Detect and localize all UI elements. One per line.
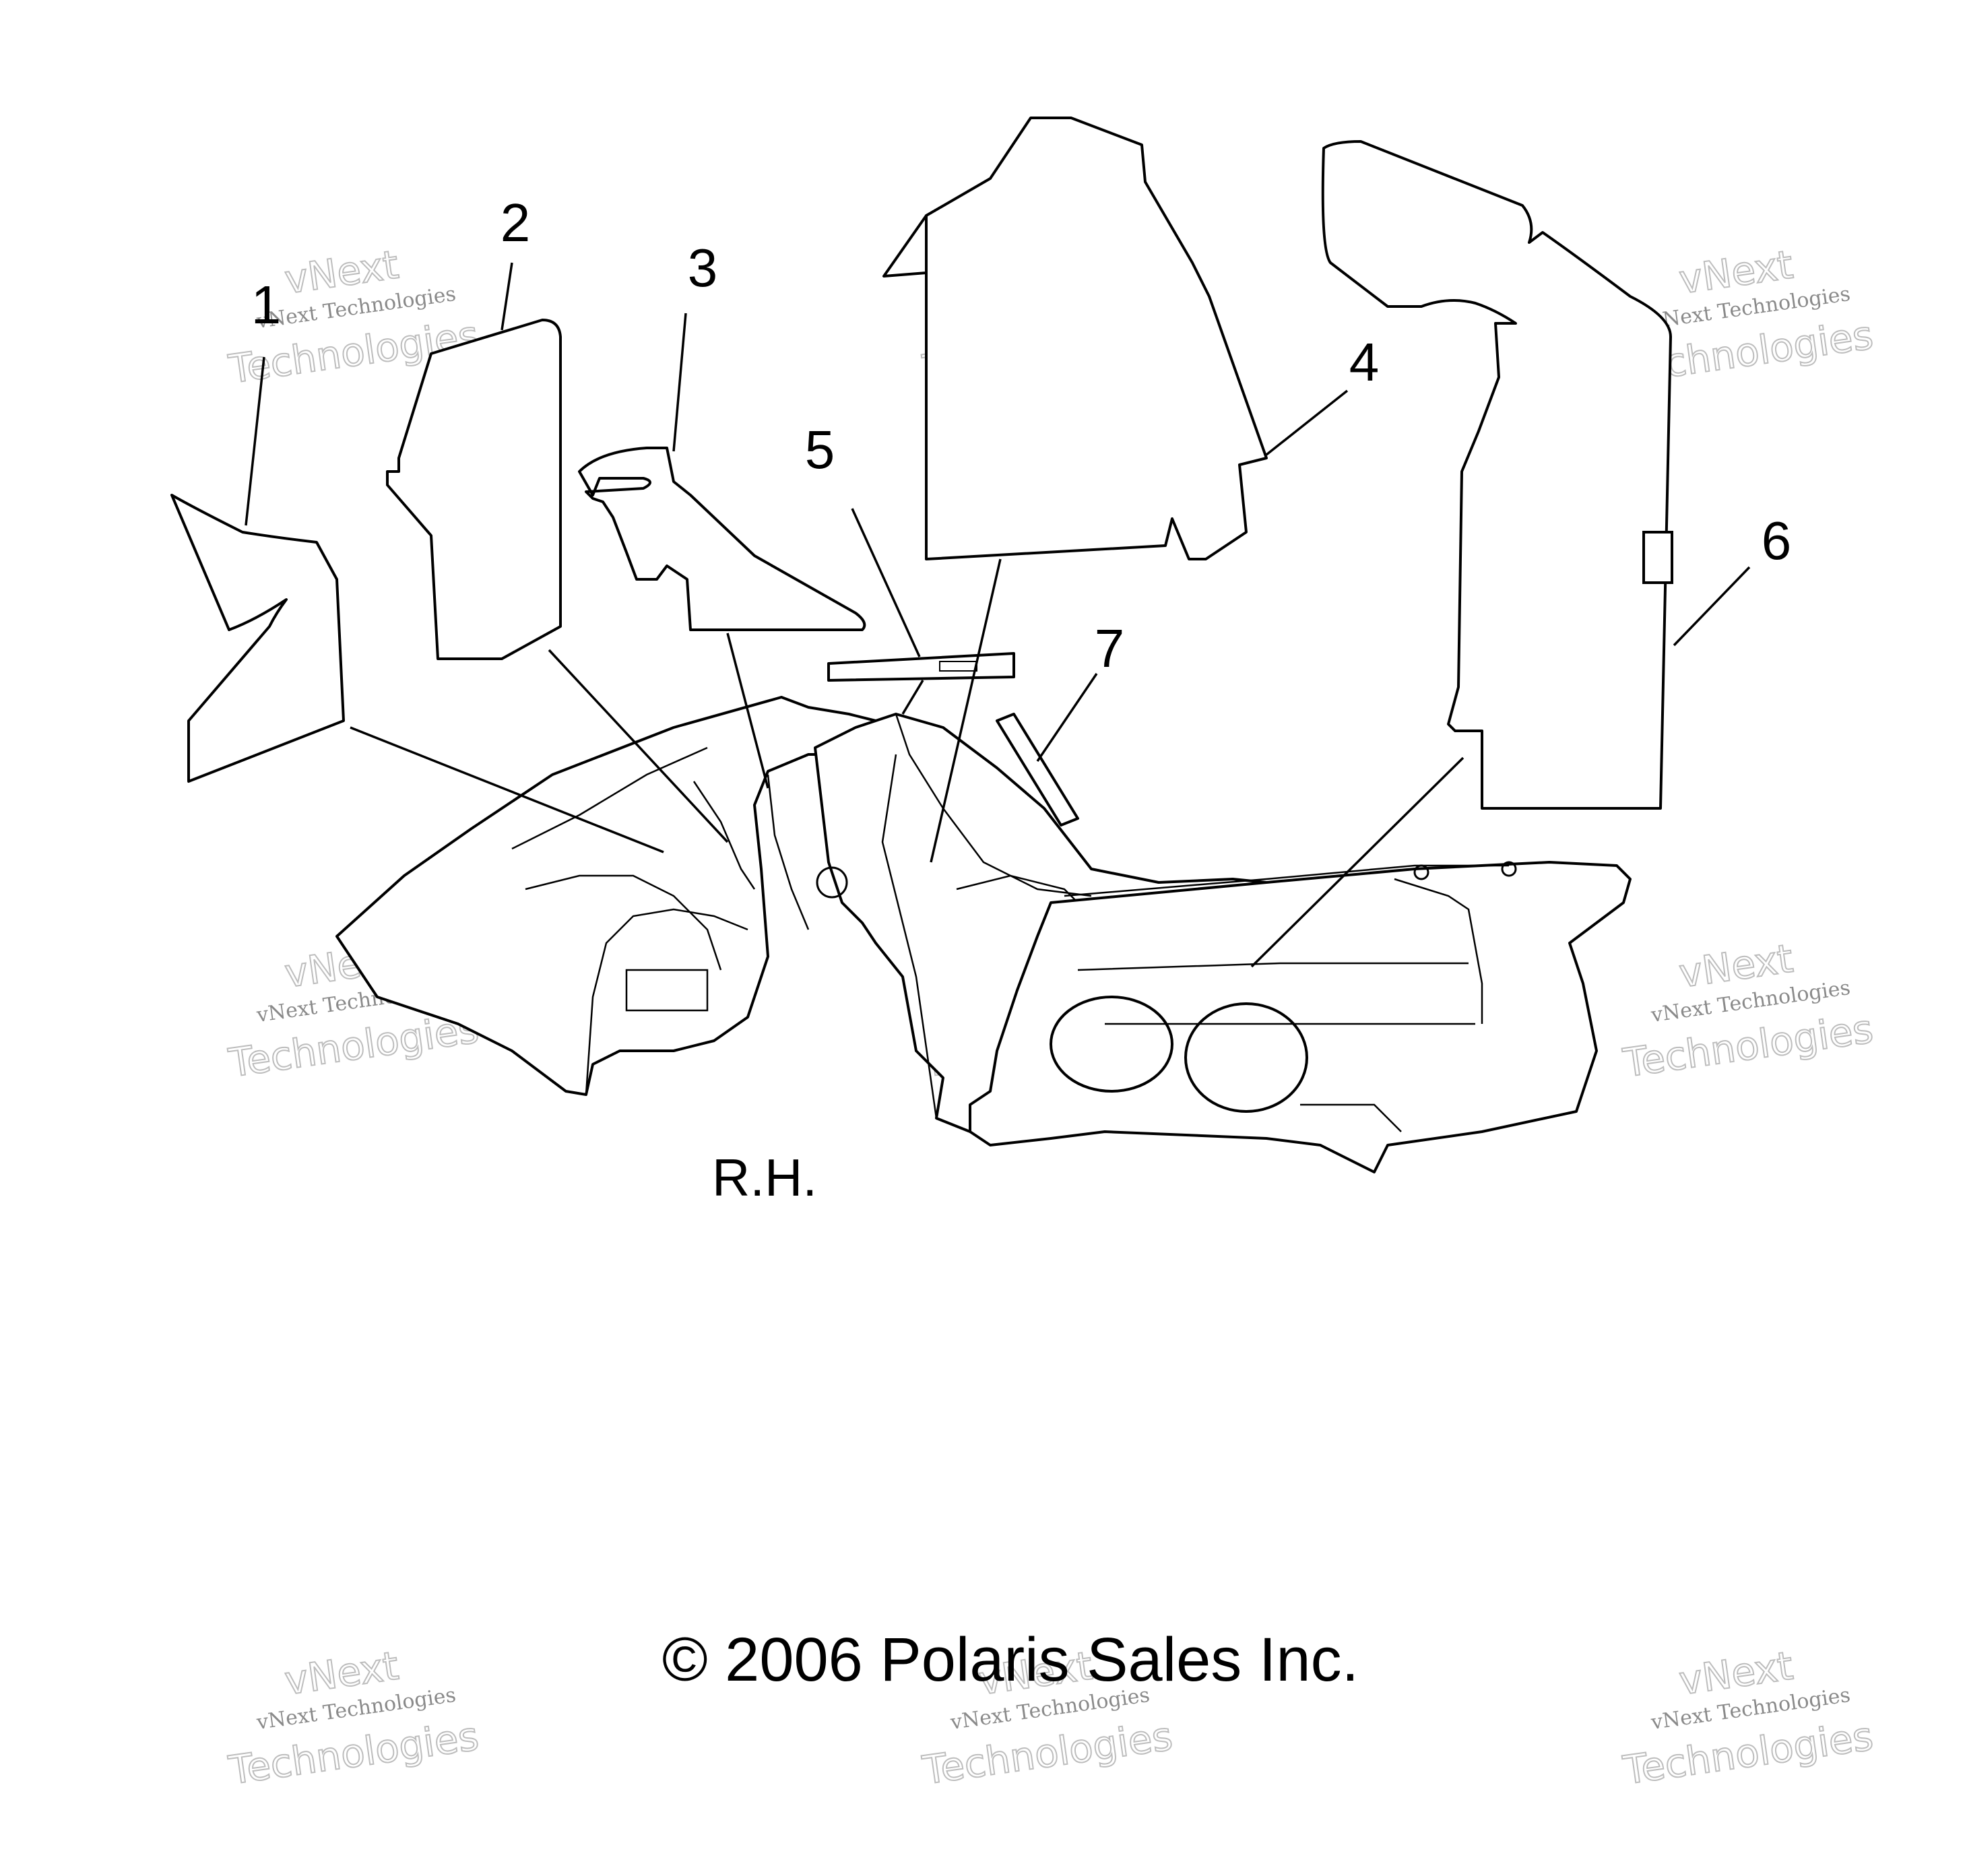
leader-line-2 [501, 262, 513, 331]
decal-part-4-notch [882, 214, 928, 278]
leader-line-5-target [901, 680, 924, 715]
leader-line-3-target [726, 633, 769, 789]
watermark: vNext vNext Technologies Technologies [1619, 1642, 1876, 1794]
decal-part-5[interactable] [827, 652, 1015, 682]
front-fender [335, 696, 891, 1096]
leader-line-6-target [1250, 756, 1464, 968]
leader-line-1-target [350, 726, 664, 853]
decal-part-4[interactable] [925, 117, 1268, 560]
vehicle-body [335, 696, 1632, 1173]
leader-line-6 [1673, 566, 1751, 647]
leader-line-3 [672, 313, 687, 452]
copyright-text: © 2006 Polaris Sales Inc. [662, 1625, 1359, 1694]
leader-line-7 [1036, 673, 1098, 762]
callout-7: 7 [1095, 618, 1125, 678]
leader-line-5 [851, 508, 921, 657]
leader-line-2-target [548, 649, 729, 843]
callout-6: 6 [1762, 511, 1792, 571]
callout-5: 5 [805, 420, 835, 480]
decal-part-3[interactable] [578, 447, 866, 631]
watermark: vNext vNext Technologies Technologies [1619, 935, 1876, 1087]
decal-part-2[interactable] [386, 319, 562, 660]
watermark: vNext vNext Technologies Technologies [225, 1642, 482, 1794]
callout-2: 2 [501, 193, 531, 253]
callout-4: 4 [1349, 332, 1380, 392]
decal-part-1[interactable] [170, 494, 345, 783]
decal-part-7[interactable] [996, 713, 1079, 827]
leader-line-1 [245, 356, 265, 526]
decal-part-6[interactable] [1321, 140, 1672, 810]
leader-lines [245, 262, 1751, 968]
leader-line-4-target [930, 558, 1002, 863]
callout-1: 1 [251, 275, 282, 335]
decal-parts [170, 117, 1673, 827]
callout-3: 3 [688, 238, 718, 298]
callouts: 1 2 3 4 5 6 7 [251, 193, 1792, 678]
decal-part-6-notch [1642, 531, 1673, 584]
rear-fender [969, 861, 1632, 1173]
side-label: R.H. [712, 1148, 817, 1207]
leader-line-4 [1265, 389, 1349, 456]
